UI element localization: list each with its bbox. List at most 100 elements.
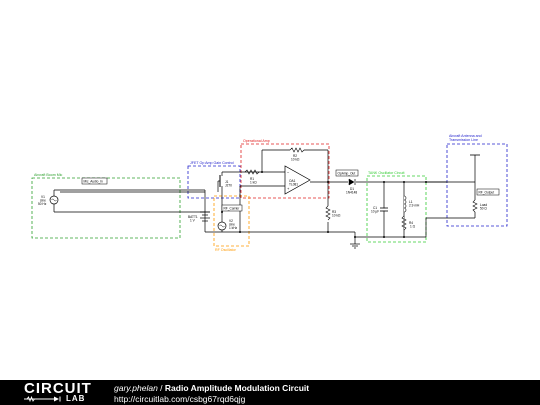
rf-carrier-label: RF_Carrier: [224, 207, 241, 211]
c1-value: 10 µF: [371, 210, 379, 214]
v2-name: V2: [229, 219, 233, 223]
opamp-block-box: [240, 143, 330, 199]
circuitlab-logo-mark: [24, 396, 61, 402]
logo-mark-zigzag: [26, 396, 35, 402]
r1-value: 1 kΩ: [250, 181, 257, 185]
sine-icon: [219, 224, 225, 228]
v2-freq: 1 kHz: [229, 226, 238, 230]
mic-audio-in-tag: [81, 177, 108, 185]
batt-name: BATT1: [188, 215, 198, 219]
junction-dot: [327, 231, 329, 233]
c1-name: C1: [373, 206, 377, 210]
r4-label: R4 1 Ω: [409, 221, 416, 229]
opamp-block-title: Operational Amp: [243, 139, 270, 143]
l1-name: L1: [409, 200, 413, 204]
v2-type: sine: [229, 223, 235, 227]
v1-freq: 50 Hz: [38, 202, 47, 206]
load-resistor: [472, 199, 478, 213]
d1-name: D1: [350, 187, 354, 191]
logo-mark-diode: [54, 396, 59, 402]
opamp-out-label: OpAmp_Out: [338, 172, 356, 176]
load-name: Load: [480, 203, 487, 207]
wires: [53, 149, 476, 244]
r3-name: R3: [332, 210, 336, 214]
mic-audio-in-label: Mic_Audio_In: [84, 180, 104, 184]
junction-dot: [354, 236, 356, 238]
d1-part: 1N4148: [346, 191, 357, 195]
battery-symbol: [200, 211, 210, 222]
oa1-label: OA1 TL081: [289, 179, 298, 187]
junctions: [221, 171, 427, 238]
rf-carrier-tag: [221, 204, 243, 212]
r3-resistor: [325, 205, 331, 221]
jfet-block-title: JFET Op Amp Gain Control: [190, 161, 234, 165]
r4-resistor: [401, 215, 407, 231]
mic-block-title: Aircraft Boom Mic: [34, 173, 63, 177]
r2-value: 10 kΩ: [291, 158, 300, 162]
circuitlab-logo-sub: LAB: [66, 394, 86, 403]
oa1-name: OA1: [289, 179, 296, 183]
r1-resistor: [244, 169, 260, 175]
footer-url-link[interactable]: http://circuitlab.com/csbg67rqd6qjg: [114, 394, 246, 404]
d1-label: D1 1N4148: [346, 187, 357, 195]
rf-output-label: RF_Output: [479, 191, 495, 195]
ground-icon: [350, 243, 360, 249]
footer-author[interactable]: gary.phelan: [114, 383, 158, 393]
oa1-plus: +: [287, 186, 290, 191]
footer-separator: /: [160, 383, 163, 393]
antenna-block-title: Aircraft Antenna and Transmission Line: [449, 134, 483, 142]
r2-name: R2: [293, 154, 297, 158]
v1-label: V1 sine 50 Hz: [38, 195, 47, 206]
junction-dot: [261, 171, 263, 173]
c1-capacitor: [380, 207, 388, 212]
rf-block-title: RF Oscillator: [215, 248, 237, 252]
l1-label: L1 2.9 mH: [409, 200, 420, 208]
load-label: Load 50 Ω: [480, 203, 488, 211]
oa1-part: TL081: [289, 183, 298, 187]
footer-title-line: gary.phelan / Radio Amplitude Modulation…: [114, 383, 309, 393]
antenna-title-line: Aircraft Antenna and: [449, 134, 482, 138]
l1-value: 2.9 mH: [409, 204, 420, 208]
r2-resistor: [289, 147, 305, 153]
opamp-out-tag: [335, 169, 359, 177]
junction-dot: [383, 236, 385, 238]
sine-icon: [51, 198, 57, 202]
r4-name: R4: [409, 221, 413, 225]
v1-name: V1: [41, 195, 45, 199]
oa1-opamp-symbol: [284, 165, 311, 195]
r3-value: 10 kΩ: [332, 214, 341, 218]
j1-name: J1: [225, 180, 229, 184]
j1-label: J1 J270: [225, 180, 232, 188]
c1-label: C1 10 µF: [371, 206, 379, 214]
junction-dot: [327, 181, 329, 183]
rf-output-tag: [476, 188, 500, 196]
junction-dot: [221, 211, 223, 213]
junction-dot: [403, 236, 405, 238]
circuitlab-logo-text: CIRCUIT: [24, 380, 92, 397]
footer-bar: CIRCUIT LAB gary.phelan / Radio Amplitud…: [0, 380, 540, 405]
oa1-minus: −: [287, 170, 290, 175]
r2-label: R2 10 kΩ: [291, 154, 300, 162]
batt-value: 1 V: [190, 219, 196, 223]
v1-type: sine: [40, 199, 46, 203]
r3-label: R3 10 kΩ: [332, 210, 341, 218]
junction-dot: [425, 181, 427, 183]
junction-dot: [383, 181, 385, 183]
j1-part: J270: [225, 184, 232, 188]
d1-diode-symbol: [348, 178, 355, 186]
antenna-title-line: Transmission Line: [449, 138, 478, 142]
c1-gap: [382, 208, 386, 211]
load-value: 50 Ω: [480, 207, 487, 211]
antenna-block-box: [446, 143, 508, 227]
footer-circuit-title: Radio Amplitude Modulation Circuit: [164, 383, 310, 393]
rf-block-box: [213, 195, 250, 247]
jfet-block-box: [187, 165, 241, 199]
r4-value: 1 Ω: [410, 225, 416, 229]
v2-label: V2 sine 1 kHz: [229, 219, 238, 230]
junction-dot: [403, 181, 405, 183]
schematic-canvas: Aircraft Boom Mic JFET Op Amp Gain Contr…: [31, 134, 508, 252]
tank-block-title: TANK Oscillator Circuit: [368, 171, 404, 175]
l1-inductor: [403, 195, 407, 213]
tank-block-box: [366, 175, 427, 243]
mic-block-box: [31, 177, 181, 239]
